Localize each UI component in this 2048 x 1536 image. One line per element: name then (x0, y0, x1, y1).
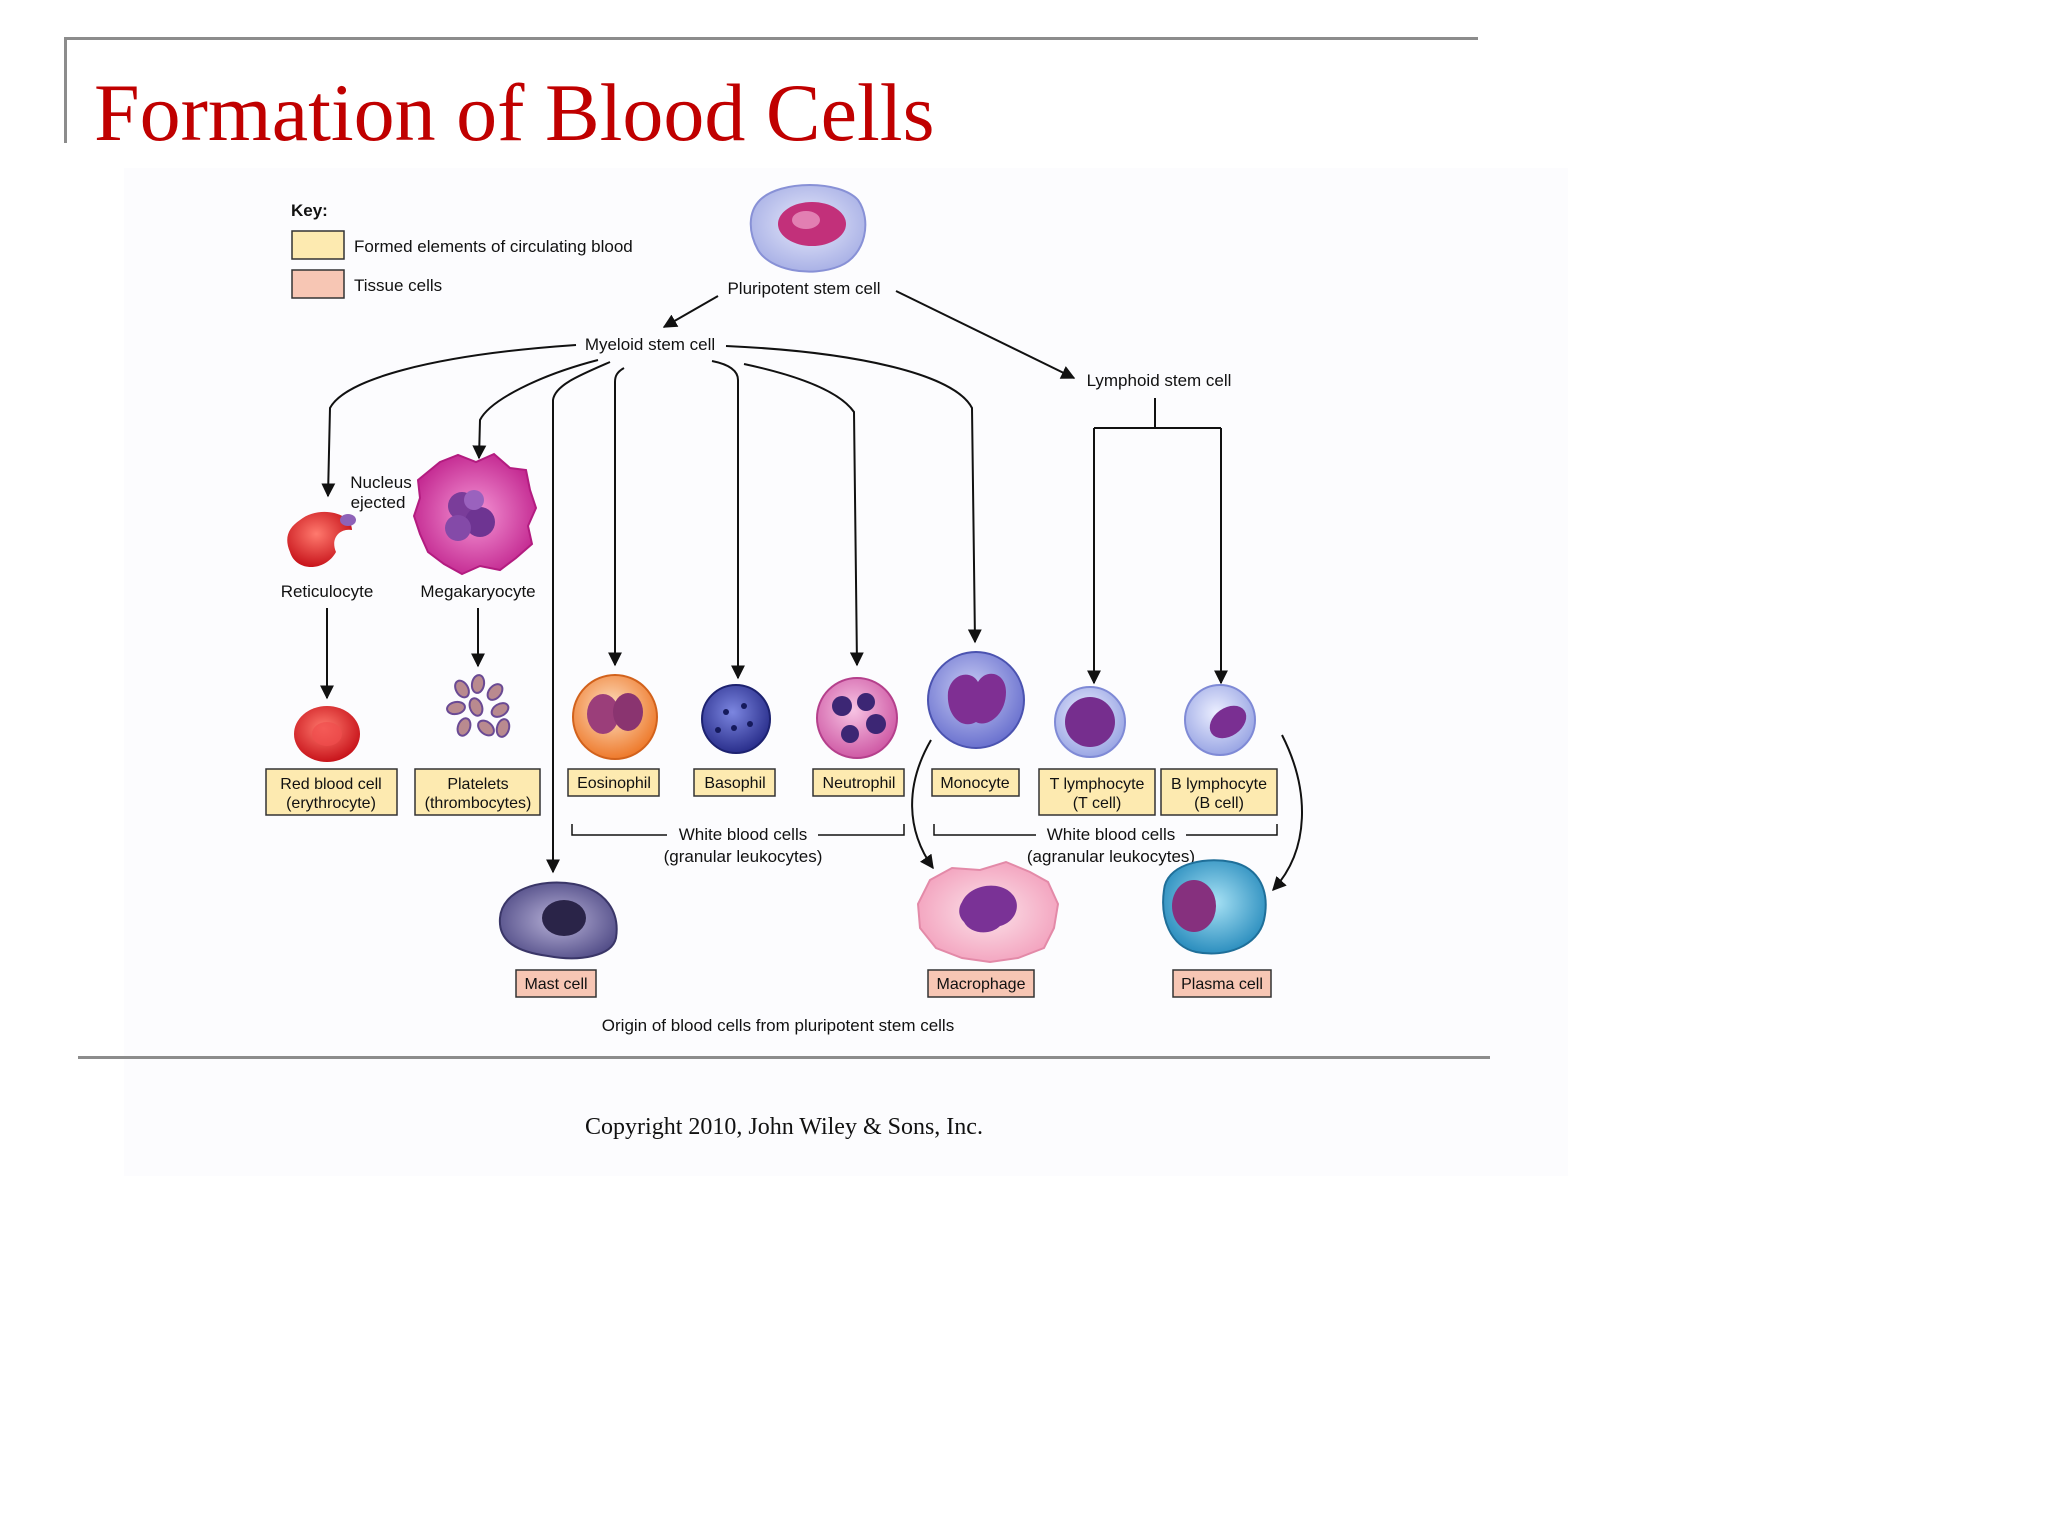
slide-title: Formation of Blood Cells (94, 67, 935, 158)
arrow-myeloid-to-monocyte (725, 345, 982, 644)
pluripotent-stem-cell-illustration (749, 184, 867, 273)
bracket-granular-leukocytes (571, 824, 905, 836)
frame-bottom-rule (78, 1056, 1490, 1059)
arrow-myeloid-to-eosinophil (608, 367, 625, 667)
label-box-neutrophil: Neutrophil (812, 768, 905, 797)
frame-top-rule (64, 37, 1478, 40)
monocyte-label: Monocyte (940, 775, 1009, 792)
b-lymphocyte-label-line1: B lymphocyte (1171, 776, 1267, 793)
label-box-eosinophil: Eosinophil (567, 768, 660, 797)
arrow-myeloid-to-megakaryocyte (472, 359, 599, 460)
frame-left-rule (64, 37, 67, 143)
granular-leukocytes-label-line1: White blood cells (679, 825, 808, 844)
monocyte-illustration (927, 651, 1025, 749)
key-label-formed-elements: Formed elements of circulating blood (354, 237, 633, 256)
label-box-t-lymphocyte: T lymphocyte (T cell) (1038, 768, 1156, 816)
basophil-illustration (701, 684, 771, 754)
neutrophil-label: Neutrophil (823, 775, 896, 792)
platelets-label-line2: (thrombocytes) (425, 795, 532, 812)
t-lymphocyte-label-line1: T lymphocyte (1050, 776, 1145, 793)
plasma-cell-illustration (1162, 859, 1267, 955)
label-box-b-lymphocyte: B lymphocyte (B cell) (1160, 768, 1278, 816)
label-box-plasma-cell: Plasma cell (1172, 969, 1272, 998)
red-blood-cell-label-line2: (erythrocyte) (286, 795, 376, 812)
arrow-myeloid-to-neutrophil (743, 363, 864, 667)
nucleus-ejected-label-line2: ejected (351, 493, 406, 512)
b-lymphocyte-illustration (1184, 684, 1256, 756)
arrow-b-cell-to-plasma-cell (1272, 734, 1303, 892)
t-lymphocyte-illustration (1054, 686, 1126, 758)
red-blood-cell-illustration (294, 706, 360, 762)
platelets-illustration (446, 674, 511, 738)
red-blood-cell-label-line1: Red blood cell (280, 776, 381, 793)
mast-cell-label: Mast cell (524, 976, 587, 993)
megakaryocyte-label: Megakaryocyte (420, 582, 535, 601)
lymphoid-branch (1094, 398, 1221, 429)
pluripotent-stem-cell-label: Pluripotent stem cell (727, 279, 880, 298)
t-lymphocyte-label-line2: (T cell) (1073, 795, 1122, 812)
label-box-red-blood-cell: Red blood cell (erythrocyte) (265, 768, 398, 816)
arrow-myeloid-to-reticulocyte (321, 344, 577, 498)
granular-leukocytes-label-line2: (granular leukocytes) (664, 847, 823, 866)
connectors (320, 290, 1303, 892)
arrow-myeloid-to-mast-cell (546, 361, 611, 874)
key-label-tissue-cells: Tissue cells (354, 276, 442, 295)
plasma-cell-label: Plasma cell (1181, 976, 1263, 993)
arrow-pluripotent-to-lymphoid (895, 290, 1076, 379)
nucleus-ejected-label-line1: Nucleus (350, 473, 411, 492)
b-lymphocyte-label-line2: (B cell) (1194, 795, 1244, 812)
eosinophil-illustration (572, 674, 658, 760)
bracket-agranular-leukocytes (933, 824, 1278, 836)
key: Key: Formed elements of circulating bloo… (291, 201, 633, 299)
key-heading: Key: (291, 201, 328, 220)
figure-background (124, 168, 1568, 1176)
arrow-myeloid-to-basophil (711, 360, 745, 680)
macrophage-illustration (916, 860, 1060, 964)
lymphoid-stem-cell-label: Lymphoid stem cell (1087, 371, 1232, 390)
label-box-monocyte: Monocyte (931, 768, 1020, 797)
platelets-label-line1: Platelets (447, 776, 508, 793)
figure-caption: Origin of blood cells from pluripotent s… (602, 1016, 954, 1035)
reticulocyte-label: Reticulocyte (281, 582, 374, 601)
reticulocyte-illustration (287, 511, 356, 567)
blood-cell-formation-diagram: Key: Formed elements of circulating bloo… (265, 184, 1303, 1035)
key-swatch-formed-elements (291, 230, 345, 260)
neutrophil-illustration (816, 677, 898, 759)
agranular-leukocytes-label-line2: (agranular leukocytes) (1027, 847, 1195, 866)
megakaryocyte-illustration (412, 452, 538, 576)
agranular-leukocytes-label-line1: White blood cells (1047, 825, 1176, 844)
basophil-label: Basophil (704, 775, 765, 792)
label-box-mast-cell: Mast cell (515, 969, 597, 998)
key-swatch-tissue-cells (291, 269, 345, 299)
label-box-platelets: Platelets (thrombocytes) (414, 768, 541, 816)
label-box-basophil: Basophil (693, 768, 776, 797)
macrophage-label: Macrophage (937, 976, 1026, 993)
group-brackets (571, 824, 1278, 836)
mast-cell-illustration (498, 881, 618, 960)
myeloid-stem-cell-label: Myeloid stem cell (585, 335, 715, 354)
label-box-macrophage: Macrophage (927, 969, 1035, 998)
copyright-notice: Copyright 2010, John Wiley & Sons, Inc. (585, 1114, 983, 1140)
eosinophil-label: Eosinophil (577, 775, 651, 792)
slide: Formation of Blood Cells (64, 37, 1568, 1176)
arrow-pluripotent-to-myeloid (662, 295, 719, 328)
arrow-monocyte-to-macrophage (911, 739, 934, 870)
